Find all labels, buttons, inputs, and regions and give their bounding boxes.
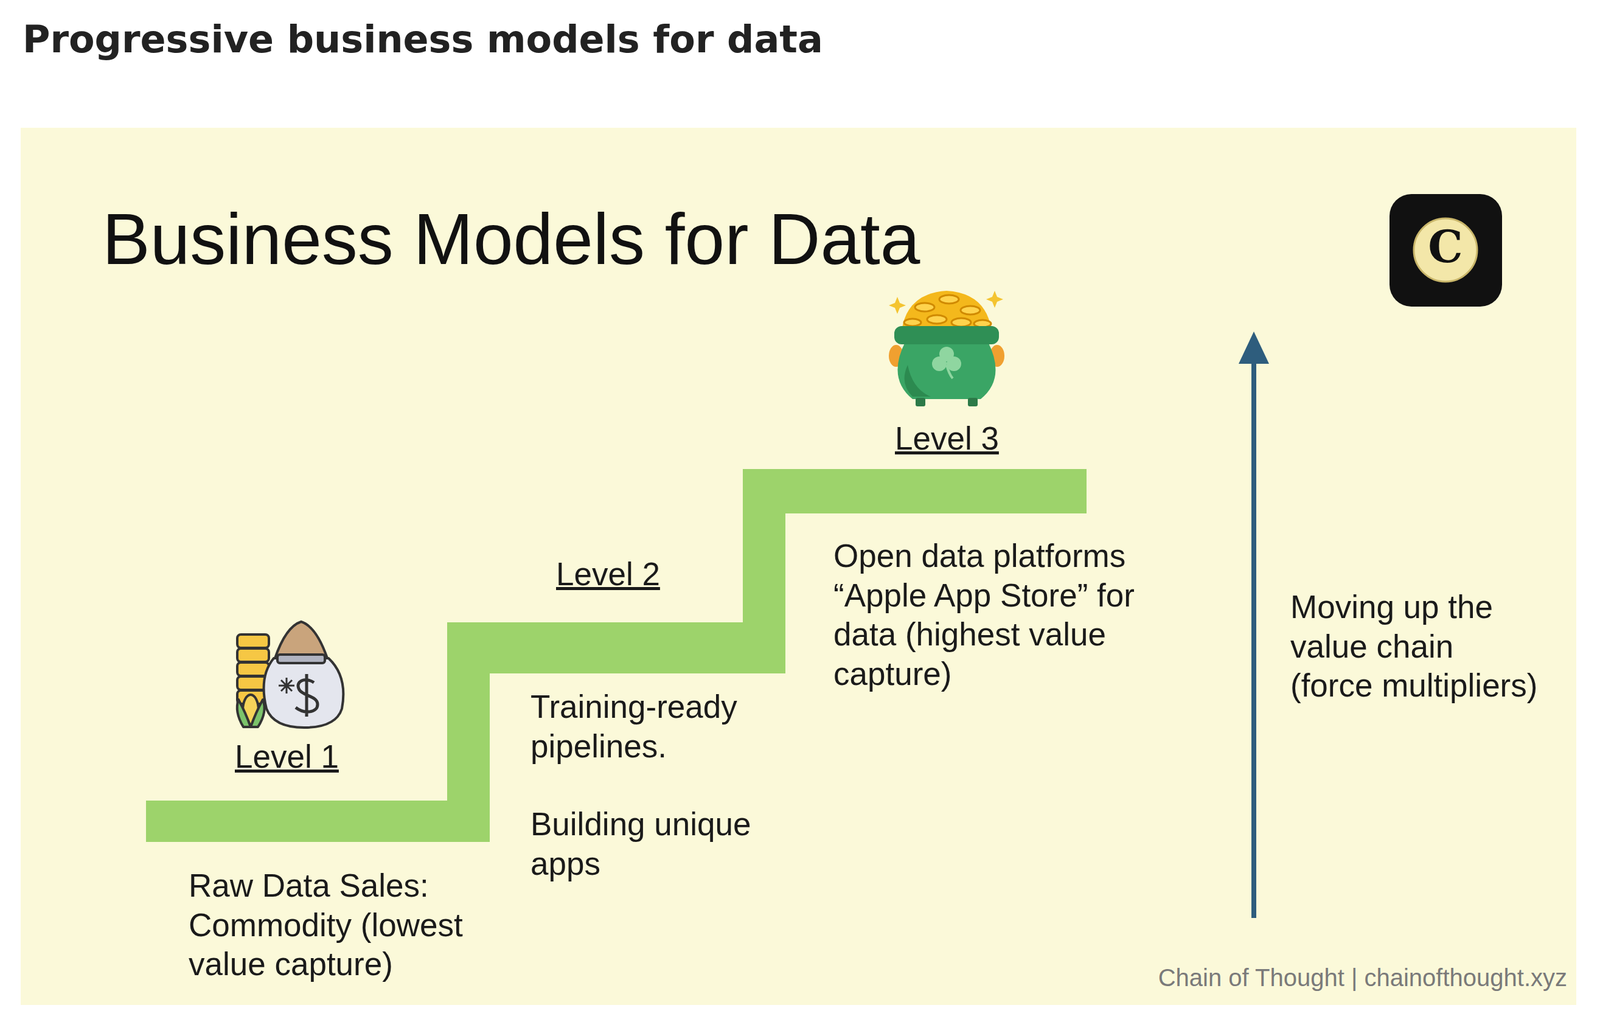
arrow-head bbox=[1238, 331, 1270, 364]
logo-letter: C bbox=[1415, 225, 1476, 269]
value-arrow bbox=[1251, 358, 1257, 919]
level-description: Training-ready pipelines. bbox=[530, 687, 766, 766]
level-label: Level 3 bbox=[894, 419, 999, 459]
page-heading: Progressive business models for data bbox=[22, 17, 824, 63]
panel bbox=[20, 127, 1577, 1006]
sack-icon bbox=[237, 621, 344, 728]
pot-of-gold-icon bbox=[888, 290, 1005, 407]
level-label: Level 2 bbox=[556, 554, 661, 595]
arrow-note: Moving up the value chain (force multipl… bbox=[1290, 587, 1541, 706]
watermark: Chain of Thought | chainofthought.xyz bbox=[1158, 963, 1568, 993]
level-description: Building unique apps bbox=[530, 804, 766, 884]
level-label: Level 1 bbox=[234, 737, 339, 777]
logo-coin bbox=[1413, 218, 1478, 282]
logo-tile bbox=[1389, 194, 1503, 307]
staircase bbox=[146, 469, 1087, 842]
level-description: Raw Data Sales: Commodity (lowest value … bbox=[188, 866, 508, 985]
diagram-title: Business Models for Data bbox=[102, 198, 921, 282]
level-description: Open data platforms “Apple App Store” fo… bbox=[833, 536, 1166, 695]
